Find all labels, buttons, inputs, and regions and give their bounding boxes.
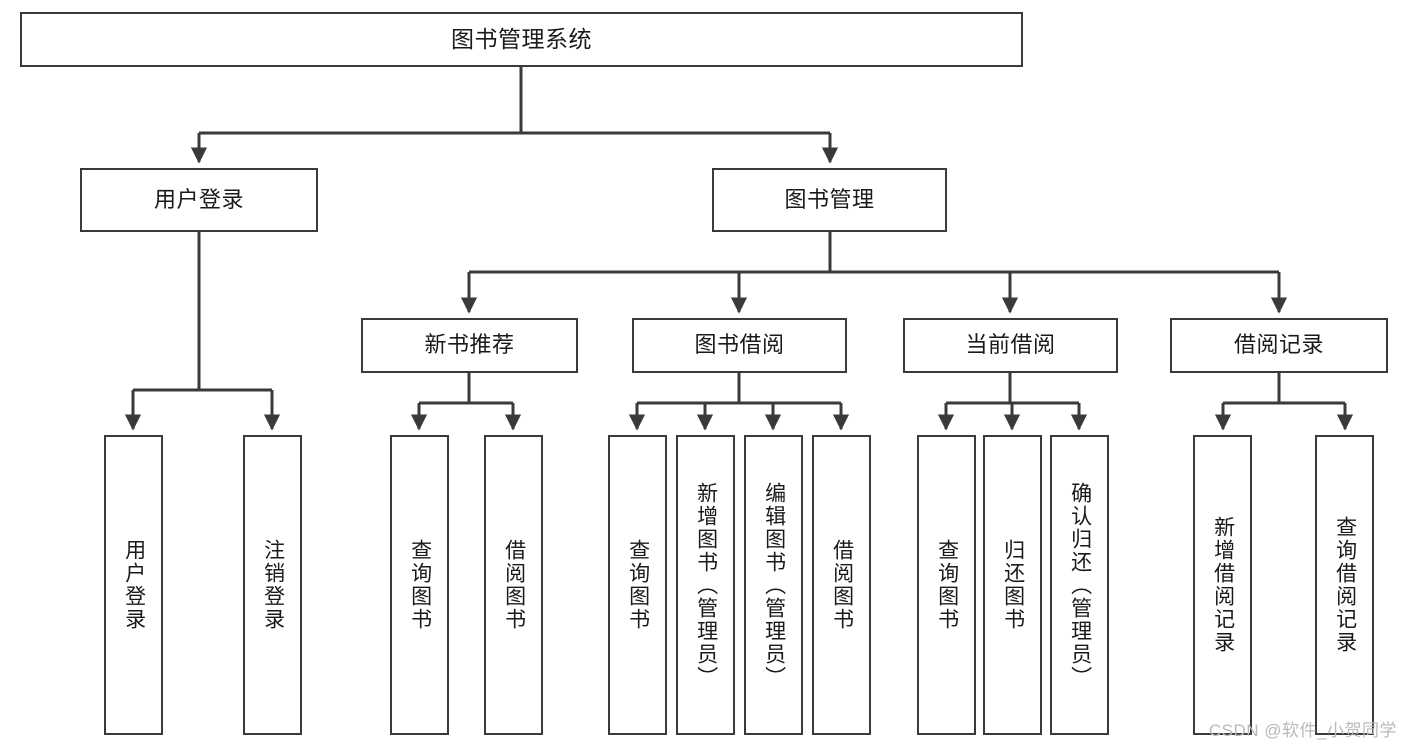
node-leaf-query-book-1-label: 查询图书	[408, 539, 432, 631]
node-leaf-query-book-2-label: 查询图书	[626, 539, 650, 631]
node-leaf-add-book[interactable]: 新增图书（管理员）	[676, 435, 735, 735]
node-leaf-user-login[interactable]: 用户登录	[104, 435, 163, 735]
node-book-management[interactable]: 图书管理	[712, 168, 947, 232]
node-leaf-query-book-3[interactable]: 查询图书	[917, 435, 976, 735]
node-leaf-query-book-2[interactable]: 查询图书	[608, 435, 667, 735]
node-leaf-confirm-return-label: 确认归还（管理员）	[1068, 481, 1092, 689]
node-current-borrow-label: 当前借阅	[965, 332, 1056, 358]
node-user-login-label: 用户登录	[153, 186, 244, 212]
node-leaf-add-record[interactable]: 新增借阅记录	[1193, 435, 1252, 735]
node-leaf-borrow-book-2-label: 借阅图书	[830, 539, 854, 631]
node-leaf-user-logout-label: 注销登录	[261, 539, 285, 631]
node-leaf-borrow-book-1[interactable]: 借阅图书	[484, 435, 543, 735]
node-leaf-user-logout[interactable]: 注销登录	[243, 435, 302, 735]
node-book-borrow-label: 图书借阅	[694, 332, 785, 358]
node-leaf-edit-book[interactable]: 编辑图书（管理员）	[744, 435, 803, 735]
node-borrow-record[interactable]: 借阅记录	[1170, 318, 1388, 373]
node-new-book-recommend[interactable]: 新书推荐	[361, 318, 578, 373]
node-leaf-edit-book-label: 编辑图书（管理员）	[762, 481, 786, 689]
node-root-label: 图书管理系统	[451, 25, 592, 52]
node-leaf-query-book-1[interactable]: 查询图书	[390, 435, 449, 735]
node-borrow-record-label: 借阅记录	[1233, 332, 1324, 358]
node-root[interactable]: 图书管理系统	[20, 12, 1023, 67]
node-leaf-query-record[interactable]: 查询借阅记录	[1315, 435, 1374, 735]
node-book-management-label: 图书管理	[784, 186, 875, 212]
node-leaf-query-book-3-label: 查询图书	[935, 539, 959, 631]
node-leaf-add-record-label: 新增借阅记录	[1211, 516, 1235, 654]
node-new-book-recommend-label: 新书推荐	[424, 332, 515, 358]
node-leaf-query-record-label: 查询借阅记录	[1333, 516, 1357, 654]
node-leaf-add-book-label: 新增图书（管理员）	[694, 481, 718, 689]
node-user-login[interactable]: 用户登录	[80, 168, 318, 232]
node-leaf-user-login-label: 用户登录	[122, 539, 146, 631]
node-current-borrow[interactable]: 当前借阅	[903, 318, 1118, 373]
node-leaf-return-book-label: 归还图书	[1001, 539, 1025, 631]
node-leaf-borrow-book-1-label: 借阅图书	[502, 539, 526, 631]
watermark-text: CSDN @软件_小贺同学	[1208, 721, 1397, 740]
node-leaf-return-book[interactable]: 归还图书	[983, 435, 1042, 735]
node-leaf-confirm-return[interactable]: 确认归还（管理员）	[1050, 435, 1109, 735]
node-book-borrow[interactable]: 图书借阅	[632, 318, 847, 373]
node-leaf-borrow-book-2[interactable]: 借阅图书	[812, 435, 871, 735]
